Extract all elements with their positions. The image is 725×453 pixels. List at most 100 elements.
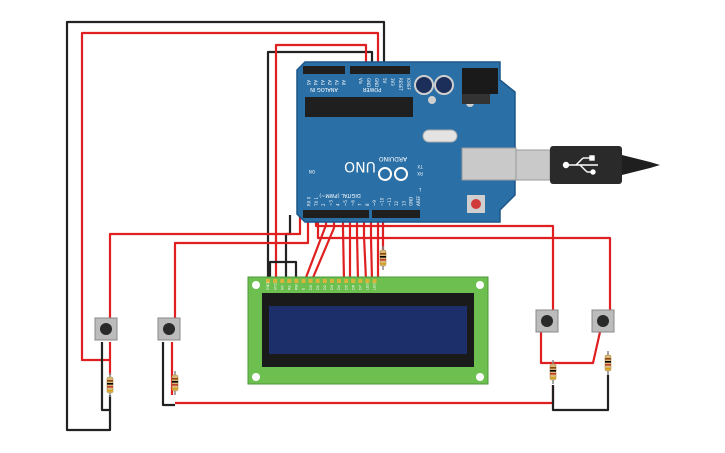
lcd-pin-label: D3 <box>330 285 334 290</box>
resistor[interactable] <box>106 373 114 397</box>
resistor[interactable] <box>549 360 557 384</box>
lcd-pin-label: RS <box>288 285 292 290</box>
power-pin-label: GND <box>374 78 379 87</box>
lcd-pin-label: LED <box>366 283 370 290</box>
usb-cable[interactable] <box>515 146 660 184</box>
lcd-pin[interactable] <box>344 279 349 283</box>
lcd-pin[interactable] <box>365 279 370 283</box>
power-jack <box>462 68 498 94</box>
wire-red-btn3-btn4[interactable] <box>539 331 602 365</box>
lcd-pin[interactable] <box>351 279 356 283</box>
resistors <box>106 246 612 397</box>
digital-pin-label: ~11 <box>387 197 392 206</box>
usb-port <box>461 147 517 181</box>
lcd-pin-label: D7 <box>359 285 363 290</box>
wire-red-btn1[interactable] <box>108 216 302 318</box>
capacitor-small <box>428 96 436 104</box>
lcd-pin[interactable] <box>372 279 377 283</box>
digital-pin-label: 4 <box>336 203 341 206</box>
analog-pin-label: A4 <box>313 80 318 86</box>
push-button-4[interactable] <box>591 309 615 333</box>
push-button-2[interactable] <box>157 317 181 341</box>
analog-pin-label: A1 <box>334 80 339 86</box>
analog-pin-label: A5 <box>306 80 311 86</box>
power-header <box>350 66 410 74</box>
digital-pin-label: 2 <box>321 203 326 206</box>
wire-red-bottom-bus[interactable] <box>175 385 555 405</box>
regulator <box>462 94 490 104</box>
digital-pin-label: 12 <box>394 200 399 206</box>
lcd-pin[interactable] <box>301 279 306 283</box>
analog-pin-label: A2 <box>327 80 332 86</box>
usb-icon <box>562 155 598 175</box>
analog-pin-label: A0 <box>341 80 346 86</box>
power-pin-label: 3V3 <box>390 78 395 86</box>
lcd-pin[interactable] <box>308 279 313 283</box>
wire-black-lcd-loop[interactable] <box>268 260 298 278</box>
wire-red-outer[interactable] <box>80 31 380 362</box>
led-label-on: ON <box>309 169 315 174</box>
analog-header <box>303 66 345 74</box>
analog-pin-label: A3 <box>320 80 325 86</box>
lcd-pin[interactable] <box>322 279 327 283</box>
lcd-pin-label: D6 <box>351 285 355 290</box>
lcd-pin[interactable] <box>294 279 299 283</box>
reset-button-cap[interactable] <box>471 199 481 209</box>
resistor[interactable] <box>604 351 612 375</box>
lcd-pin[interactable] <box>280 279 285 283</box>
lcd-pin-label: D2 <box>323 285 327 290</box>
lcd-pin-label: D1 <box>316 285 320 290</box>
push-button-3[interactable] <box>535 309 559 333</box>
wire-red-btn4[interactable] <box>316 216 612 310</box>
lcd-pin-label: D4 <box>337 284 341 290</box>
lcd-pin[interactable] <box>315 279 320 283</box>
lcd-pin-label: RW <box>295 284 299 290</box>
digital-pin-label: ~10 <box>380 197 385 206</box>
digital-pin-label: 13 <box>401 200 406 206</box>
digital-pin-label: AREF <box>416 195 421 206</box>
lcd-pin-label: E <box>302 288 306 290</box>
wire-black-btn2[interactable] <box>161 342 175 407</box>
usb-plug-metal <box>515 149 551 181</box>
board-name-uno: UNO <box>344 158 376 174</box>
lcd-pin[interactable] <box>287 279 292 283</box>
power-pin-label: GND <box>366 78 371 87</box>
lcd-mount-hole <box>252 373 260 381</box>
resistor[interactable] <box>379 246 387 270</box>
digital-header-high <box>372 210 420 218</box>
digital-header-low <box>303 210 369 218</box>
digital-pin-label: ~3 <box>328 200 333 206</box>
led-label-l: L <box>418 187 421 192</box>
lcd-mount-hole <box>476 281 484 289</box>
lcd-pin-label: LED <box>373 283 377 290</box>
wire-black-btn1-gnd[interactable] <box>100 342 110 412</box>
digital-pin-label: ~9 <box>372 200 377 206</box>
digital-pin-label: GND <box>409 197 414 206</box>
lcd-pin[interactable] <box>358 279 363 283</box>
lcd-pin[interactable] <box>266 279 270 283</box>
lcd-pin[interactable] <box>329 279 334 283</box>
resistor[interactable] <box>171 371 179 395</box>
wire-red-lcd-vcc[interactable] <box>274 43 368 278</box>
arduino-uno-board[interactable]: UNO ARDUINO ANALOG IN POWER DIGITAL (PWM… <box>296 61 517 223</box>
lcd-mount-hole <box>252 281 260 289</box>
power-pin-label: RESET <box>398 78 403 91</box>
push-button-1[interactable] <box>94 317 118 341</box>
wire-black-lcd-gnd[interactable] <box>266 50 374 278</box>
lcd-pin[interactable] <box>273 279 278 283</box>
led-label-rx: RX <box>417 171 423 176</box>
atmega-chip <box>305 97 413 117</box>
lcd-pin-label: VCC <box>273 282 277 290</box>
power-pin-label: 5V <box>382 78 387 84</box>
wire-black-outer[interactable] <box>65 20 386 432</box>
wire-red-btn2[interactable] <box>173 216 310 318</box>
wire-black-gnd-down[interactable] <box>284 215 292 278</box>
capacitor <box>434 75 454 95</box>
wire-black-right-gnd[interactable] <box>551 375 610 412</box>
lcd-pin-label: GND <box>266 282 270 290</box>
lcd-pin[interactable] <box>337 279 341 283</box>
led-label-tx: TX <box>417 164 423 169</box>
